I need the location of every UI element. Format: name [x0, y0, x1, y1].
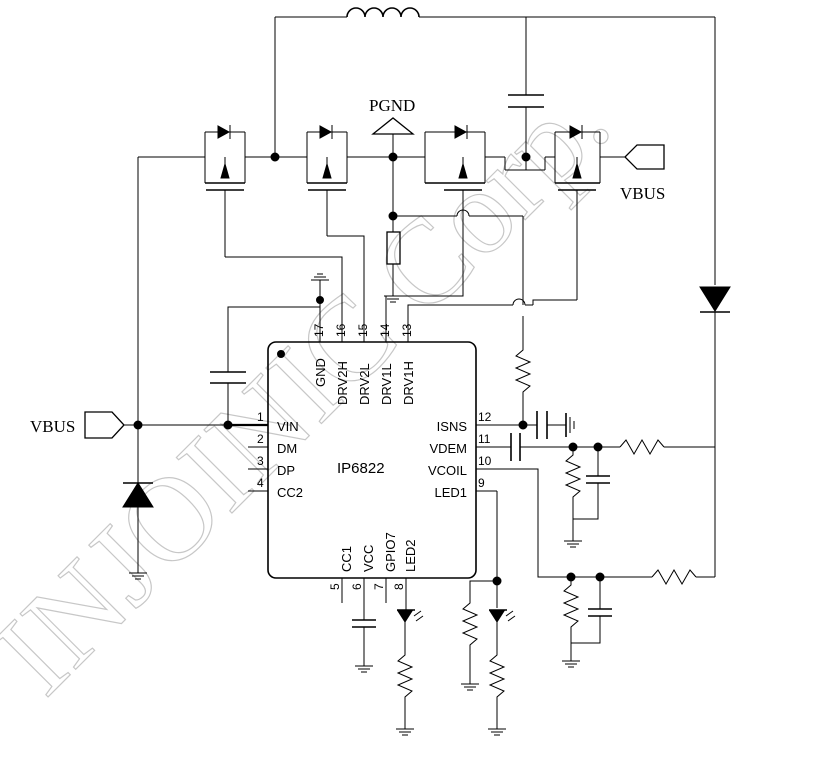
pin-label: ISNS: [437, 419, 468, 434]
vdem-network: [497, 433, 715, 548]
left-pins: 1 2 3 4 VIN DM DP CC2: [228, 410, 303, 500]
mosfet-q2: [275, 125, 393, 236]
pin-label: CC1: [339, 546, 354, 572]
pin-label: DRV2H: [335, 361, 350, 405]
vcoil-network: [497, 468, 715, 668]
isns-network: [497, 316, 575, 439]
ic-body: [267, 341, 477, 579]
pin-label: GPIO7: [383, 532, 398, 572]
pin-num: 7: [372, 583, 386, 590]
inductor: [275, 7, 715, 18]
right-diode: [699, 286, 731, 313]
pin-label: DRV1H: [401, 361, 416, 405]
pin-num: 15: [356, 323, 370, 337]
pin-label: LED2: [403, 539, 418, 572]
pin-num: 11: [478, 432, 491, 446]
pin-num: 4: [257, 476, 264, 490]
bottom-pins: 5 6 7 8 CC1 VCC GPIO7 LED2: [328, 532, 418, 620]
pgnd-label: PGND: [369, 96, 415, 115]
pin-num: 13: [400, 323, 414, 337]
vcc-capacitor: [352, 619, 376, 673]
pin-label: VCOIL: [428, 463, 467, 478]
pin1-marker: [277, 350, 285, 358]
pin-num: 5: [328, 583, 342, 590]
chip-name: IP6822: [337, 460, 385, 477]
pin-label: CC2: [277, 485, 303, 500]
pin-label: VIN: [277, 419, 299, 434]
pin-num: 2: [257, 432, 264, 446]
pin-label: DP: [277, 463, 295, 478]
vbus-left-label: VBUS: [30, 417, 75, 436]
mosfet-q3: [393, 125, 545, 210]
left-diode: [122, 425, 154, 580]
pgnd-symbol: PGND: [369, 96, 415, 157]
pin-num: 3: [257, 454, 264, 468]
pin-num: 14: [378, 323, 392, 337]
vbus-right-label: VBUS: [620, 184, 665, 203]
pin-label: DRV2L: [357, 363, 372, 405]
pin-label: DRV1L: [379, 363, 394, 405]
pin-label: VCC: [361, 545, 376, 572]
pin-num: 17: [312, 323, 326, 337]
output-capacitor: [508, 94, 544, 157]
pin-num: 12: [478, 410, 492, 424]
vin-capacitor: [210, 371, 246, 425]
pin-label: VDEM: [429, 441, 467, 456]
pin-num: 6: [350, 583, 364, 590]
vbus-right-port: VBUS: [620, 144, 665, 203]
ground-icon: [311, 273, 329, 300]
pin-num: 9: [478, 476, 485, 490]
mosfet-q4: [544, 125, 625, 300]
pin-num: 10: [478, 454, 492, 468]
right-pins: 12 11 10 9 ISNS VDEM VCOIL LED1: [428, 410, 497, 500]
led1-network: [460, 491, 516, 736]
pin-label: LED1: [434, 485, 467, 500]
top-pins: 17 16 15 14 13 GND DRV2H DRV2L DRV1L DRV…: [312, 318, 416, 405]
pin-num: 16: [334, 323, 348, 337]
pin-label: DM: [277, 441, 297, 456]
led2-network: [395, 609, 424, 736]
mosfet-q1: [187, 125, 275, 257]
pin-label: GND: [313, 358, 328, 387]
pin-num: 1: [257, 410, 264, 424]
junction-dot: [270, 152, 280, 162]
pin-num: 8: [392, 583, 406, 590]
